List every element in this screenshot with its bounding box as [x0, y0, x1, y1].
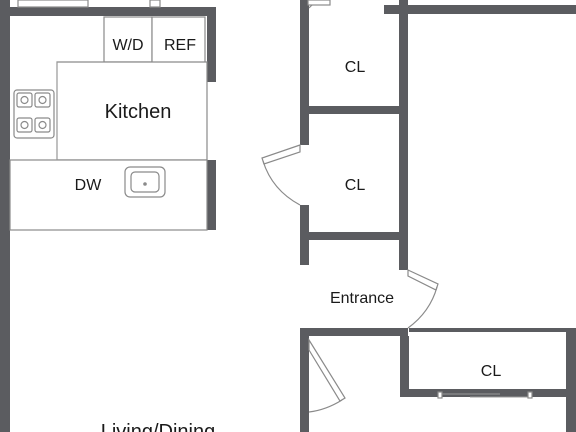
stove-icon	[13, 89, 55, 139]
entrance-door-leaf	[407, 269, 439, 291]
closet-bottom-label: CL	[481, 363, 502, 380]
sliding-closet-doors	[437, 391, 533, 399]
middle-closet-door-leaf	[261, 144, 301, 165]
wall-top-right	[384, 5, 576, 14]
wall-fridge-right	[207, 7, 216, 82]
wall-lower-top	[300, 328, 408, 336]
wall-lower-left	[300, 328, 309, 432]
kitchen-label: Kitchen	[105, 101, 172, 123]
wall-closets-left-upper	[300, 0, 309, 145]
dishwasher-label: DW	[75, 177, 103, 194]
wall-counter-right	[207, 160, 216, 230]
upper-mid-box	[149, 0, 161, 8]
doors	[261, 0, 533, 413]
entrance-door-swing	[407, 286, 438, 329]
lower-door-swing	[308, 399, 343, 413]
entrance-label: Entrance	[330, 290, 394, 307]
wall-lower-right-top	[409, 328, 576, 332]
wall-top-left	[10, 7, 215, 16]
refrigerator-label: REF	[164, 37, 196, 54]
upper-left-box	[17, 0, 89, 8]
wall-right-exterior	[566, 330, 576, 432]
wall-closets-right	[399, 0, 408, 270]
lower-door-leaf	[308, 337, 346, 402]
sink-icon	[124, 166, 166, 198]
wall-lower-middle	[400, 336, 409, 396]
washer-dryer-box	[103, 16, 153, 63]
wall-closet-separator	[300, 106, 408, 114]
lower-counter	[9, 159, 208, 231]
wall-left-exterior	[0, 0, 10, 432]
kitchen-fixtures	[9, 0, 208, 231]
living-dining-label: Living/Dining	[101, 421, 216, 432]
wall-entrance-top	[300, 232, 408, 240]
washer-dryer-label: W/D	[112, 37, 143, 54]
wall-lower-closet-bottom	[400, 389, 576, 397]
closet-middle-label: CL	[345, 177, 366, 194]
room-labels: W/D REF Kitchen DW CL CL Entrance CL Liv…	[75, 37, 502, 432]
middle-closet-door-swing	[262, 160, 301, 206]
closet-top-label: CL	[345, 59, 366, 76]
